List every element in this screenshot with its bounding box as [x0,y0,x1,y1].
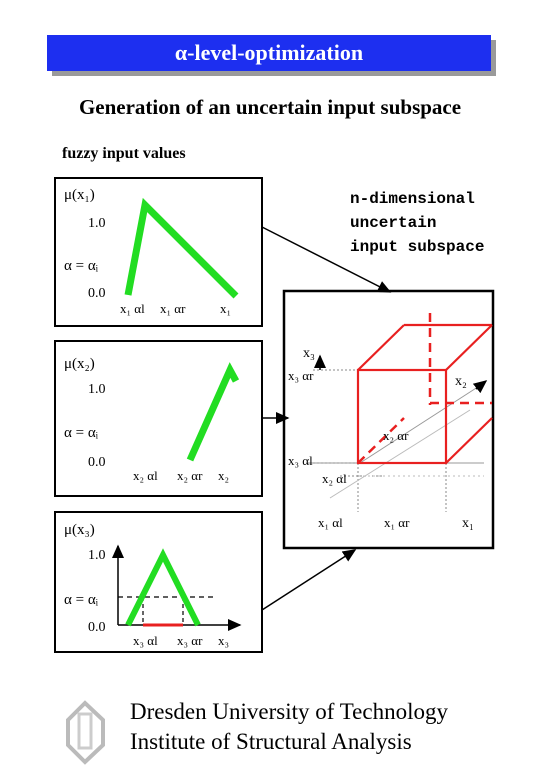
plot-x3-one-label: 1.0 [88,548,106,563]
title-bar: α-level-optimization [47,35,491,71]
cube-edge-top-right [445,324,493,371]
plot-x2-zero-label: 0.0 [88,455,106,470]
cube-edge-top-left [357,324,405,371]
plot-x3-axis-label: x₃ [218,633,229,648]
plot-x1-xr-label: x₁ αr [160,301,186,316]
plot-x3-membership-line [125,548,201,627]
cube-x2r-label: x₂ αr [383,428,409,443]
plot-x2-mu-label: μ(x₂) [64,356,95,372]
subtitle: Generation of an uncertain input subspac… [78,95,462,119]
uncertain-subspace-cube [356,313,493,465]
cube-front-face [356,368,448,465]
plot-x1-mu-label: μ(x₁) [64,187,95,203]
cube-x3-label: x₃ [303,346,315,361]
plot-x2-membership-line [186,362,240,462]
plot-x3-xl-label: x₃ αl [133,633,158,648]
arrow-plot3-to-subspace [261,549,357,611]
subspace-frame [282,289,495,550]
cube-x1l-label: x₁ αl [318,515,343,530]
footer-university: Dresden University of Technology [130,699,448,724]
plot-x2-alpha-label: α = αᵢ [64,425,99,441]
plot-x1-axis-label: x₁ [220,301,231,316]
footer: Dresden University of Technology Institu… [130,697,448,757]
plot-x1-one-label: 1.0 [88,216,106,231]
subspace-panel: x₃ x₃ αr x₃ αl x₂ x₂ αr x₂ αl x₁ αl x₁ α… [282,289,495,550]
page-title: α-level-optimization [174,40,364,65]
plot-x1-xl-label: x₁ αl [120,301,145,316]
plot-x1-zero-label: 0.0 [88,286,106,301]
plot-x1-membership-line [124,197,239,299]
cube-x1r-label: x₁ αr [384,515,410,530]
footer-institute: Institute of Structural Analysis [130,729,412,754]
plot-x1-frame [54,177,263,327]
plot-x3-mu-label: μ(x₃) [64,522,95,538]
cube-back-bottom-dashed [357,417,405,464]
plot-x1-alpha-label: α = αᵢ [64,258,99,274]
plot-x2-frame [54,340,263,497]
cube-x3r-label: x₃ αr [288,368,314,383]
cube-x2l-label: x₂ αl [322,471,347,486]
subspace-label: n-dimensional uncertain input subspace [350,190,485,256]
fuzzy-input-values-label: fuzzy input values [62,145,186,162]
plot-x3-xr-label: x₃ αr [177,633,203,648]
logo-inner-shape [77,712,93,750]
cube-x3l-label: x₃ αl [288,453,313,468]
plot-x2-xl-label: x₂ αl [133,468,158,483]
cube-x1-label: x₁ [462,516,474,531]
plot-x3-alpha-label: α = αᵢ [64,592,99,608]
plot-x2-one-label: 1.0 [88,382,106,397]
plot-x2-xr-label: x₂ αr [177,468,203,483]
plot-x1: μ(x₁) 1.0 α = αᵢ 0.0 x₁ αl x₁ αr x₁ [54,177,263,327]
cube-edge-bottom-right [445,417,493,464]
cube-x2-label: x₂ [455,374,467,389]
arrow-plot1-to-subspace [261,226,392,293]
plot-x3: μ(x₃) 1.0 α = αᵢ 0.0 x₃ αl x₃ αr x₃ [54,511,263,653]
plot-x2: μ(x₂) 1.0 α = αᵢ 0.0 x₂ αl x₂ αr x₂ [54,340,263,497]
tu-dresden-logo [66,700,105,765]
plot-x3-frame [54,511,263,653]
subspace-axis-x2 [359,382,485,464]
plot-x2-axis-label: x₂ [218,468,229,483]
subspace-x2-arrow [472,380,488,394]
logo-outer-shape [66,700,105,765]
plot-x3-zero-label: 0.0 [88,620,106,635]
